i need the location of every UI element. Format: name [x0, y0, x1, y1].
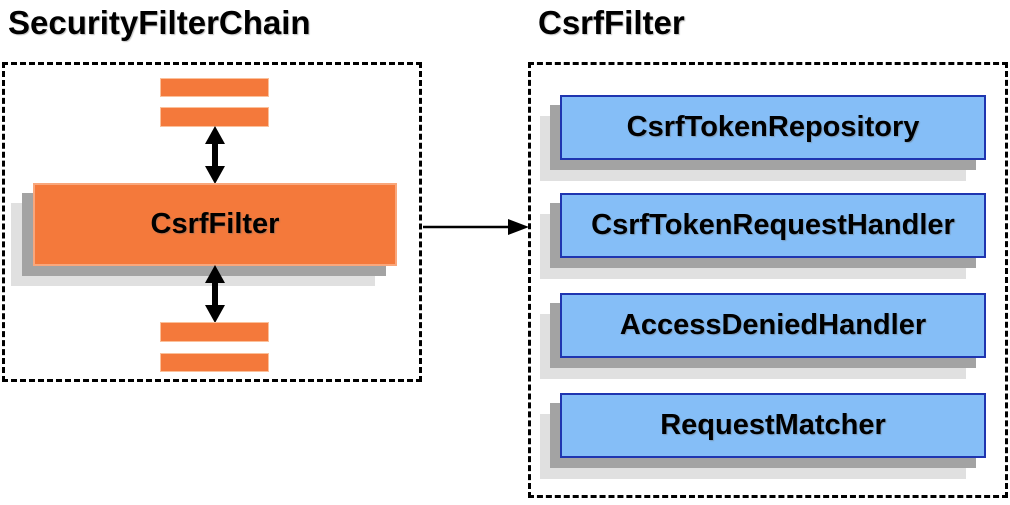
csrf-filter-container: [528, 62, 1008, 498]
access-denied-handler-card-stack: AccessDeniedHandler: [540, 293, 986, 379]
security-filter-chain-container: [2, 62, 422, 382]
filter-placeholder-bar-3: [160, 322, 269, 342]
csrf-token-repository-card: CsrfTokenRepository: [560, 95, 986, 160]
request-matcher-card: RequestMatcher: [560, 393, 986, 458]
flow-arrow-icon: [423, 219, 529, 235]
csrf-filter-card-stack: CsrfFilter: [11, 183, 397, 286]
csrf-filter-card-label: CsrfFilter: [150, 208, 280, 240]
card-label: CsrfTokenRequestHandler: [591, 209, 955, 241]
csrf-filter-card: CsrfFilter: [33, 183, 397, 266]
access-denied-handler-card: AccessDeniedHandler: [560, 293, 986, 358]
filter-placeholder-bar-4: [160, 353, 269, 372]
csrf-token-repository-card-stack: CsrfTokenRepository: [540, 95, 986, 181]
request-matcher-card-stack: RequestMatcher: [540, 393, 986, 479]
csrf-filter-title: CsrfFilter: [538, 4, 685, 41]
card-label: AccessDeniedHandler: [619, 309, 927, 341]
card-label: RequestMatcher: [660, 409, 886, 441]
security-filter-chain-title: SecurityFilterChain: [8, 4, 311, 41]
filter-placeholder-bar-1: [160, 78, 269, 97]
bidirectional-arrow-top-icon: [205, 126, 225, 184]
csrf-token-request-handler-card-stack: CsrfTokenRequestHandler: [540, 193, 986, 279]
card-label: CsrfTokenRepository: [626, 111, 920, 143]
filter-placeholder-bar-2: [160, 107, 269, 127]
bidirectional-arrow-bottom-icon: [205, 265, 225, 323]
csrf-token-request-handler-card: CsrfTokenRequestHandler: [560, 193, 986, 258]
